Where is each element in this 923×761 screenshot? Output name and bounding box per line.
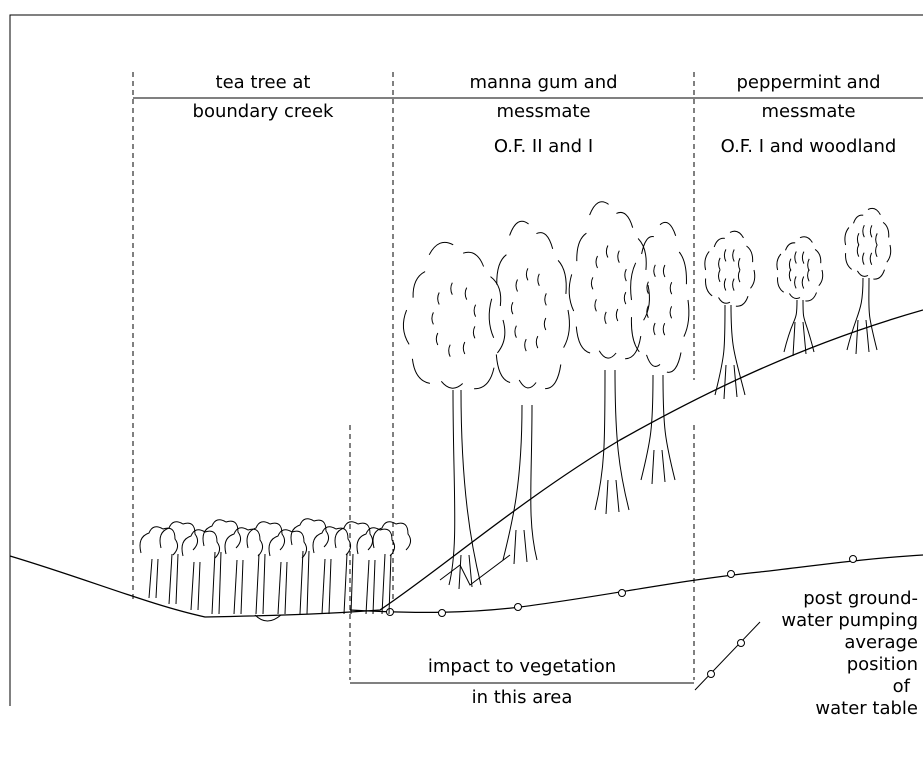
water-table-marker [386, 608, 394, 616]
zone-manna-gum-forest-type: O.F. II and I [493, 136, 594, 157]
tea-tree [139, 526, 179, 599]
zone-peppermint-label-line1: peppermint and [736, 72, 881, 93]
legend-line2: water pumping [781, 610, 918, 631]
manna-gum-crown [488, 220, 570, 390]
peppermint-crown [776, 236, 824, 302]
tea-tree-thicket [139, 518, 412, 622]
manna-gum-trunk [594, 369, 630, 515]
tea-tree [372, 521, 412, 615]
tea-tree-root-mound [254, 614, 282, 622]
water-table-marker [618, 589, 626, 597]
ground-surface-line [9, 309, 923, 618]
manna-gum-trunk [640, 374, 676, 485]
impact-label-line2: in this area [471, 687, 573, 708]
peppermint-trees [704, 207, 892, 400]
peppermint-trunk [783, 299, 815, 357]
zone-peppermint-forest-type: O.F. I and woodland [720, 136, 897, 157]
water-table-marker [514, 603, 522, 611]
peppermint-trunk [846, 277, 878, 355]
peppermint-trunk [714, 304, 746, 400]
water-table-marker [438, 609, 446, 617]
water-table-legend-symbol [694, 621, 761, 691]
water-table-marker [849, 555, 857, 563]
manna-gum-trunk [502, 404, 538, 565]
zone-manna-gum-label-line2: messmate [496, 101, 591, 122]
peppermint-crown [844, 207, 892, 280]
tea-tree [312, 526, 352, 615]
tea-tree [290, 518, 330, 615]
manna-gum-crown [402, 241, 506, 390]
peppermint-crown [704, 230, 756, 307]
zone-tea-tree-label-line1: tea tree at [215, 72, 311, 93]
manna-gum-trees [402, 201, 690, 590]
manna-gum-crown [630, 221, 690, 373]
tea-tree [246, 521, 286, 615]
legend-line3: average [844, 632, 918, 653]
frame [9, 14, 923, 706]
tea-tree [356, 527, 396, 615]
legend-line6: water table [815, 698, 918, 719]
legend-line1: post ground- [803, 588, 918, 609]
legend-line4: position [846, 654, 918, 675]
tea-tree [202, 519, 242, 615]
legend-line5: of [892, 676, 910, 697]
manna-gum-crown [568, 201, 650, 360]
manna-gum-trunk [448, 389, 482, 590]
zone-manna-gum-label-line1: manna gum and [469, 72, 618, 93]
tea-tree [334, 521, 374, 615]
impact-label-line1: impact to vegetation [427, 656, 617, 677]
tea-tree [159, 521, 199, 605]
tea-tree [224, 527, 264, 615]
water-table-marker [727, 570, 735, 578]
manna-gum-root [439, 554, 511, 586]
zone-tea-tree-label-line2: boundary creek [192, 101, 334, 122]
zone-peppermint-label-line2: messmate [761, 101, 856, 122]
